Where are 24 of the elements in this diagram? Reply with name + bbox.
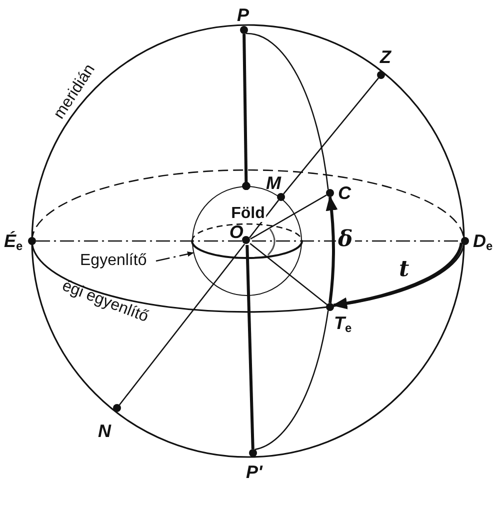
point-label: O [229,223,244,242]
arrow [326,196,338,304]
line [118,244,246,406]
point-label: D$_{e}$ [473,232,493,252]
line [254,310,329,450]
point-label: M [266,174,281,192]
equator-label: Egyenlítő [80,253,147,269]
line [248,200,280,238]
point-label: Z [380,48,391,66]
line [36,240,461,242]
point-label: P [237,6,250,24]
arrow [156,252,194,262]
line [250,194,327,240]
point-label: T$_{e}$ [334,314,352,334]
earth-label: Föld [230,206,266,222]
point-label: P' [246,463,262,481]
point-label: N [98,422,111,440]
point-label: C [338,184,351,202]
line [250,242,328,306]
arrow [332,242,463,309]
line [283,78,379,194]
line [246,244,254,450]
line [246,32,329,190]
point-label: É$_{e}$ [4,232,23,252]
